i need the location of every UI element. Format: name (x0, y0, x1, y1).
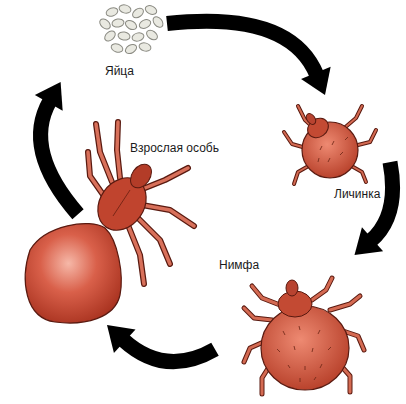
nymph-figure-part-part (305, 366, 306, 370)
adult-figure-part (113, 190, 130, 216)
larva-figure-part-part (328, 158, 330, 162)
eggs-part (105, 6, 119, 18)
larva-figure-part (318, 137, 348, 162)
eggs-part (124, 19, 138, 32)
larva-figure-part-part (320, 146, 322, 150)
adult-figure-part-part (142, 205, 194, 226)
nymph-figure-part (277, 326, 331, 382)
nymph-figure-part-part (300, 378, 301, 382)
arrow-shaft (371, 162, 393, 240)
stage-node: Личинка (290, 95, 390, 207)
larva-figure-part-part (318, 158, 319, 162)
nymph-figure-part-part (299, 326, 300, 330)
adult-figure-part-part (117, 122, 120, 178)
larva-figure-part (284, 106, 376, 184)
arrow-head (355, 227, 384, 255)
cycle-arrow (355, 162, 393, 255)
larva-figure-part-part (340, 152, 343, 155)
eggs-part (118, 4, 132, 15)
nymph-figure-part-part (244, 308, 272, 320)
nymph-figure-part-part (320, 364, 322, 368)
nymph-figure-part-part (294, 346, 295, 350)
cycle-arrow (167, 21, 331, 95)
adult-figure-part (126, 160, 156, 192)
eggs-part (111, 18, 124, 28)
arrow-shaft (41, 101, 78, 214)
stage-label: Личинка (332, 187, 382, 201)
larva-figure-part-part (345, 137, 348, 140)
arrow-head (107, 325, 136, 353)
nymph-figure-part-part (318, 330, 320, 334)
nymph-figure-part (244, 278, 364, 394)
eggs-part (151, 15, 165, 29)
nymph-figure-part-part (328, 347, 331, 350)
eggs (98, 4, 165, 56)
adult-figure-part-part (128, 225, 144, 284)
eggs-part (131, 32, 145, 43)
nymph-figure-part-part (244, 308, 272, 320)
adult-figure-part-part (142, 205, 194, 226)
eggs-part (138, 42, 152, 53)
adult-figure-part-part (88, 152, 104, 196)
cycle-arrow (35, 82, 78, 214)
stage-label: Взрослая особь (128, 141, 221, 155)
eggs-part (145, 28, 159, 41)
adult-figure-part (25, 224, 121, 323)
adult-figure-part-part (117, 122, 120, 178)
eggs-part (131, 6, 145, 19)
nymph-figure (244, 278, 364, 394)
eggs-part (117, 31, 130, 41)
stage-label: Яйца (103, 64, 136, 78)
larva-figure-part-part (332, 141, 334, 145)
nymph-figure-part-part (277, 349, 280, 352)
eggs-part (98, 17, 112, 31)
nymph-figure-part-part (330, 296, 360, 310)
stage-label: Нимфа (217, 258, 261, 272)
nymph-figure-part (261, 306, 349, 390)
eggs-part (138, 18, 152, 30)
adult-figure-part-part (138, 218, 170, 264)
nymph-figure-part (286, 280, 298, 296)
eggs-part (110, 42, 124, 54)
stage-node: Взрослая особь (78, 112, 223, 325)
arrow-head (301, 67, 331, 95)
nymph-figure-part-part (252, 286, 280, 305)
adult-figure-part-part (96, 124, 112, 182)
eggs-part (124, 43, 138, 56)
nymph-figure-part-part (312, 348, 313, 352)
eggs-part (103, 29, 117, 43)
eggs-part (144, 4, 158, 16)
nymph-figure-part (244, 278, 364, 394)
arrow-head (35, 82, 63, 111)
cycle-arrow (107, 325, 215, 362)
adult-figure-part-part (96, 124, 112, 182)
stage-node: Яйца (55, 4, 167, 82)
nymph-figure-part-part (252, 286, 280, 305)
adult-figure-part-part (128, 225, 144, 284)
larva-figure-part (284, 106, 376, 184)
nymph-figure-part-part (288, 365, 290, 368)
arrow-shaft (123, 340, 215, 362)
nymph-figure-part-part (312, 278, 332, 300)
nymph-figure-part-part (283, 331, 285, 335)
larva-figure (284, 106, 376, 184)
larva-figure-part (304, 112, 317, 126)
arrow-shaft (167, 21, 317, 74)
nymph-figure-part-part (330, 296, 360, 310)
stage-node: Нимфа (215, 255, 365, 400)
nymph-figure-part-part (314, 377, 316, 380)
nymph-figure-part-part (312, 278, 332, 300)
